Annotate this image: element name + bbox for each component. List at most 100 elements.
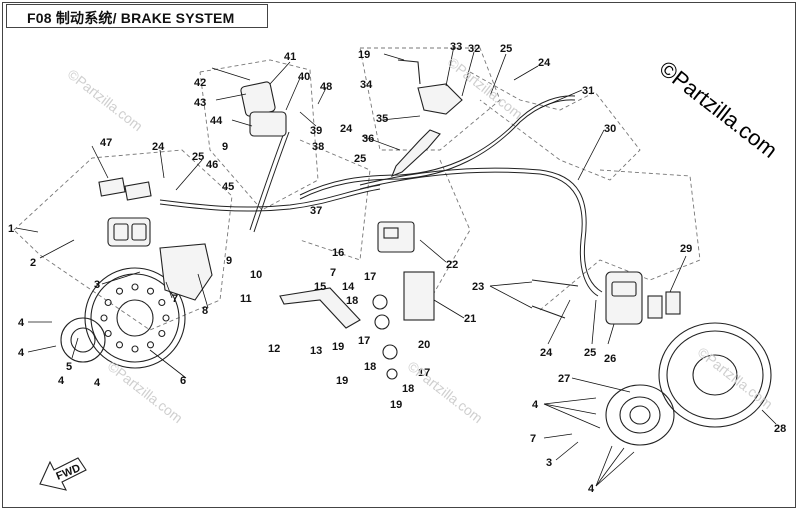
callout-32: 32: [468, 43, 480, 55]
callout-4: 4: [18, 317, 25, 329]
long-bolts: [531, 279, 579, 319]
callout-4: 4: [94, 377, 101, 389]
callout-28: 28: [774, 423, 786, 435]
hub-flange-left: [60, 317, 106, 363]
group-outlines: [13, 47, 701, 331]
callout-11: 11: [240, 293, 252, 305]
callout-27: 27: [558, 373, 570, 385]
callout-47: 47: [100, 137, 112, 149]
callout-17: 17: [364, 271, 376, 283]
callout-43: 43: [194, 97, 206, 109]
brake-pedal: [279, 287, 361, 329]
title-box: F08 制动系统/ BRAKE SYSTEM: [6, 4, 268, 28]
disc-hole: [162, 314, 170, 322]
callout-12: 12: [268, 343, 280, 355]
callout-40: 40: [298, 71, 310, 83]
callout-15: 15: [314, 281, 326, 293]
abs-unit: [377, 221, 435, 321]
callout-5: 5: [66, 361, 72, 373]
brake-pads-right: [647, 291, 681, 319]
callout-25: 25: [192, 151, 204, 163]
disc-hole: [158, 329, 166, 338]
callout-19: 19: [336, 375, 348, 387]
callout-23: 23: [472, 281, 484, 293]
callout-25: 25: [584, 347, 596, 359]
callout-3: 3: [546, 457, 552, 469]
callout-19: 19: [390, 399, 402, 411]
callout-31: 31: [582, 85, 594, 97]
callout-24: 24: [340, 123, 353, 135]
callout-25: 25: [354, 153, 366, 165]
callout-35: 35: [376, 113, 388, 125]
callout-7: 7: [530, 433, 536, 445]
callout-18: 18: [346, 295, 358, 307]
brake-lines: [159, 95, 603, 297]
handlebar-master-cylinder: [397, 59, 463, 115]
callout-24: 24: [540, 347, 553, 359]
callout-30: 30: [604, 123, 616, 135]
caliper-bracket-left: [159, 243, 213, 301]
callout-26: 26: [604, 353, 616, 365]
callout-46: 46: [206, 159, 218, 171]
callout-24: 24: [152, 141, 165, 153]
callout-17: 17: [418, 367, 430, 379]
page-title: F08 制动系统/ BRAKE SYSTEM: [27, 10, 235, 26]
disc-hole: [146, 341, 155, 349]
callout-8: 8: [202, 305, 208, 317]
callout-34: 34: [360, 79, 373, 91]
caliper-left: [107, 217, 151, 247]
callout-42: 42: [194, 77, 206, 89]
callout-4: 4: [18, 347, 25, 359]
callout-25: 25: [500, 43, 512, 55]
callout-10: 10: [250, 269, 262, 281]
callout-29: 29: [680, 243, 692, 255]
callout-3: 3: [94, 279, 100, 291]
caliper-right: [605, 271, 643, 325]
callout-44: 44: [210, 115, 223, 127]
callout-17: 17: [358, 335, 370, 347]
disc-hole: [104, 329, 112, 338]
callout-33: 33: [450, 41, 462, 53]
callout-4: 4: [532, 399, 539, 411]
callout-4: 4: [588, 483, 595, 495]
callout-2: 2: [30, 257, 36, 269]
disc-hole: [115, 287, 124, 295]
callout-16: 16: [332, 247, 344, 259]
callout-41: 41: [284, 51, 296, 63]
disc-hole: [100, 314, 108, 322]
disc-hole: [158, 298, 166, 307]
master-cylinder-reservoir: [240, 81, 287, 137]
leader-lines: [15, 45, 777, 487]
callout-20: 20: [418, 339, 430, 351]
callout-7: 7: [330, 267, 336, 279]
callout-21: 21: [464, 313, 476, 325]
callout-38: 38: [312, 141, 324, 153]
disc-hole: [146, 287, 155, 295]
callout-36: 36: [362, 133, 374, 145]
spring-washer-stack: [372, 294, 398, 380]
callout-22: 22: [446, 259, 458, 271]
brake-lever: [391, 129, 441, 177]
callout-9: 9: [226, 255, 232, 267]
disc-hole: [131, 345, 139, 353]
callout-6: 6: [180, 375, 186, 387]
callout-labels: 1 2 3 3 4 4 4 4 4 4 5 6 7 7 7 8 9 9 10 1…: [8, 41, 786, 495]
callout-9: 9: [222, 141, 228, 153]
callout-4: 4: [58, 375, 65, 387]
callout-7: 7: [172, 293, 178, 305]
disc-hole: [104, 298, 112, 307]
callout-18: 18: [402, 383, 414, 395]
callout-1: 1: [8, 223, 14, 235]
callout-45: 45: [222, 181, 234, 193]
callout-39: 39: [310, 125, 322, 137]
fwd-label: FWD: [55, 462, 83, 483]
callout-48: 48: [320, 81, 332, 93]
callout-19: 19: [332, 341, 344, 353]
callout-24: 24: [538, 57, 551, 69]
callout-14: 14: [342, 281, 355, 293]
fwd-arrow: FWD: [39, 457, 87, 491]
callout-18: 18: [364, 361, 376, 373]
disc-hole: [131, 283, 139, 291]
